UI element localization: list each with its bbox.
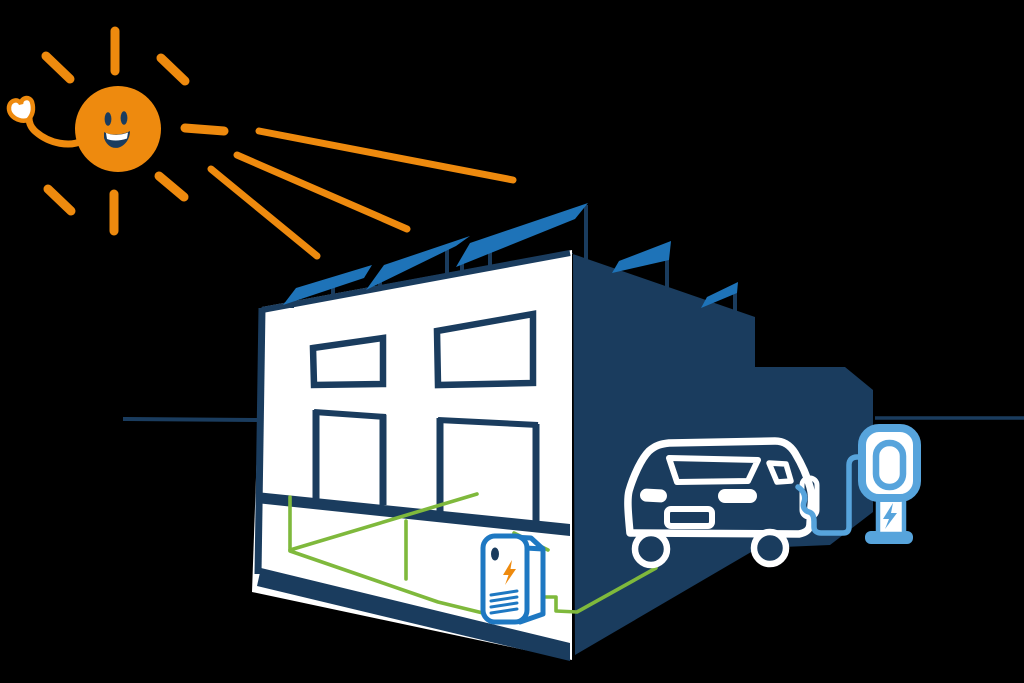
sun-ray-top-left bbox=[41, 51, 75, 84]
car-license-plate bbox=[664, 506, 715, 529]
building-left-edge bbox=[254, 307, 266, 575]
sunbeam-3 bbox=[207, 165, 321, 260]
sunbeams bbox=[207, 127, 517, 260]
car-body bbox=[624, 437, 816, 538]
charging-station bbox=[858, 424, 921, 544]
solar-panel-1 bbox=[283, 265, 372, 305]
car-tail-light-left bbox=[639, 488, 667, 503]
ev-car bbox=[624, 437, 820, 569]
sun-eye-right bbox=[120, 111, 128, 125]
ground-line-left bbox=[122, 417, 263, 422]
heart-icon bbox=[6, 95, 36, 123]
window-lower-right-top bbox=[437, 417, 539, 428]
window-lower-right bbox=[436, 417, 540, 523]
solar-panel-3 bbox=[456, 203, 588, 267]
window-upper-left bbox=[309, 334, 387, 389]
battery-unit bbox=[480, 533, 546, 625]
solar-array bbox=[283, 203, 738, 312]
car-wheel-right bbox=[750, 528, 790, 568]
sun-disc bbox=[75, 86, 161, 172]
car-rear-window bbox=[666, 455, 761, 485]
green-wiring bbox=[288, 492, 658, 616]
building-roof-edge bbox=[261, 250, 571, 313]
sunbeam-2 bbox=[233, 151, 411, 233]
sun-eye-left bbox=[104, 112, 112, 126]
window-upper-right bbox=[433, 310, 537, 389]
green-wire-back-edge bbox=[288, 492, 479, 552]
sun-teeth bbox=[106, 132, 128, 141]
window-lower-left-top bbox=[313, 409, 387, 420]
sun-rays bbox=[41, 26, 229, 236]
car-tail-light-right bbox=[718, 489, 757, 503]
car-wheel-left bbox=[631, 529, 671, 569]
battery-lightning-icon bbox=[503, 560, 516, 585]
station-lightning-icon bbox=[883, 503, 897, 529]
charging-cable bbox=[795, 454, 869, 536]
car-charge-port bbox=[799, 475, 820, 520]
car-side-window bbox=[766, 460, 794, 485]
battery-front-face bbox=[480, 533, 530, 625]
bottom-band bbox=[257, 568, 570, 661]
green-wire-front-edge bbox=[288, 549, 489, 616]
sun-ray-bottom-right bbox=[154, 171, 189, 202]
battery-indicator bbox=[491, 547, 499, 561]
solar-panel-2 bbox=[366, 236, 470, 290]
station-screen bbox=[872, 439, 907, 491]
window-lower-left bbox=[312, 409, 387, 505]
sunbeam-1 bbox=[255, 127, 517, 184]
solar-panel-5 bbox=[701, 282, 738, 308]
solar-panel-4 bbox=[612, 241, 671, 273]
sun-ray-right bbox=[180, 123, 229, 136]
sun bbox=[6, 26, 229, 236]
sun-ray-top-right bbox=[156, 53, 190, 86]
sun-ray-bottom-left bbox=[43, 184, 76, 216]
battery-vents bbox=[489, 589, 519, 615]
